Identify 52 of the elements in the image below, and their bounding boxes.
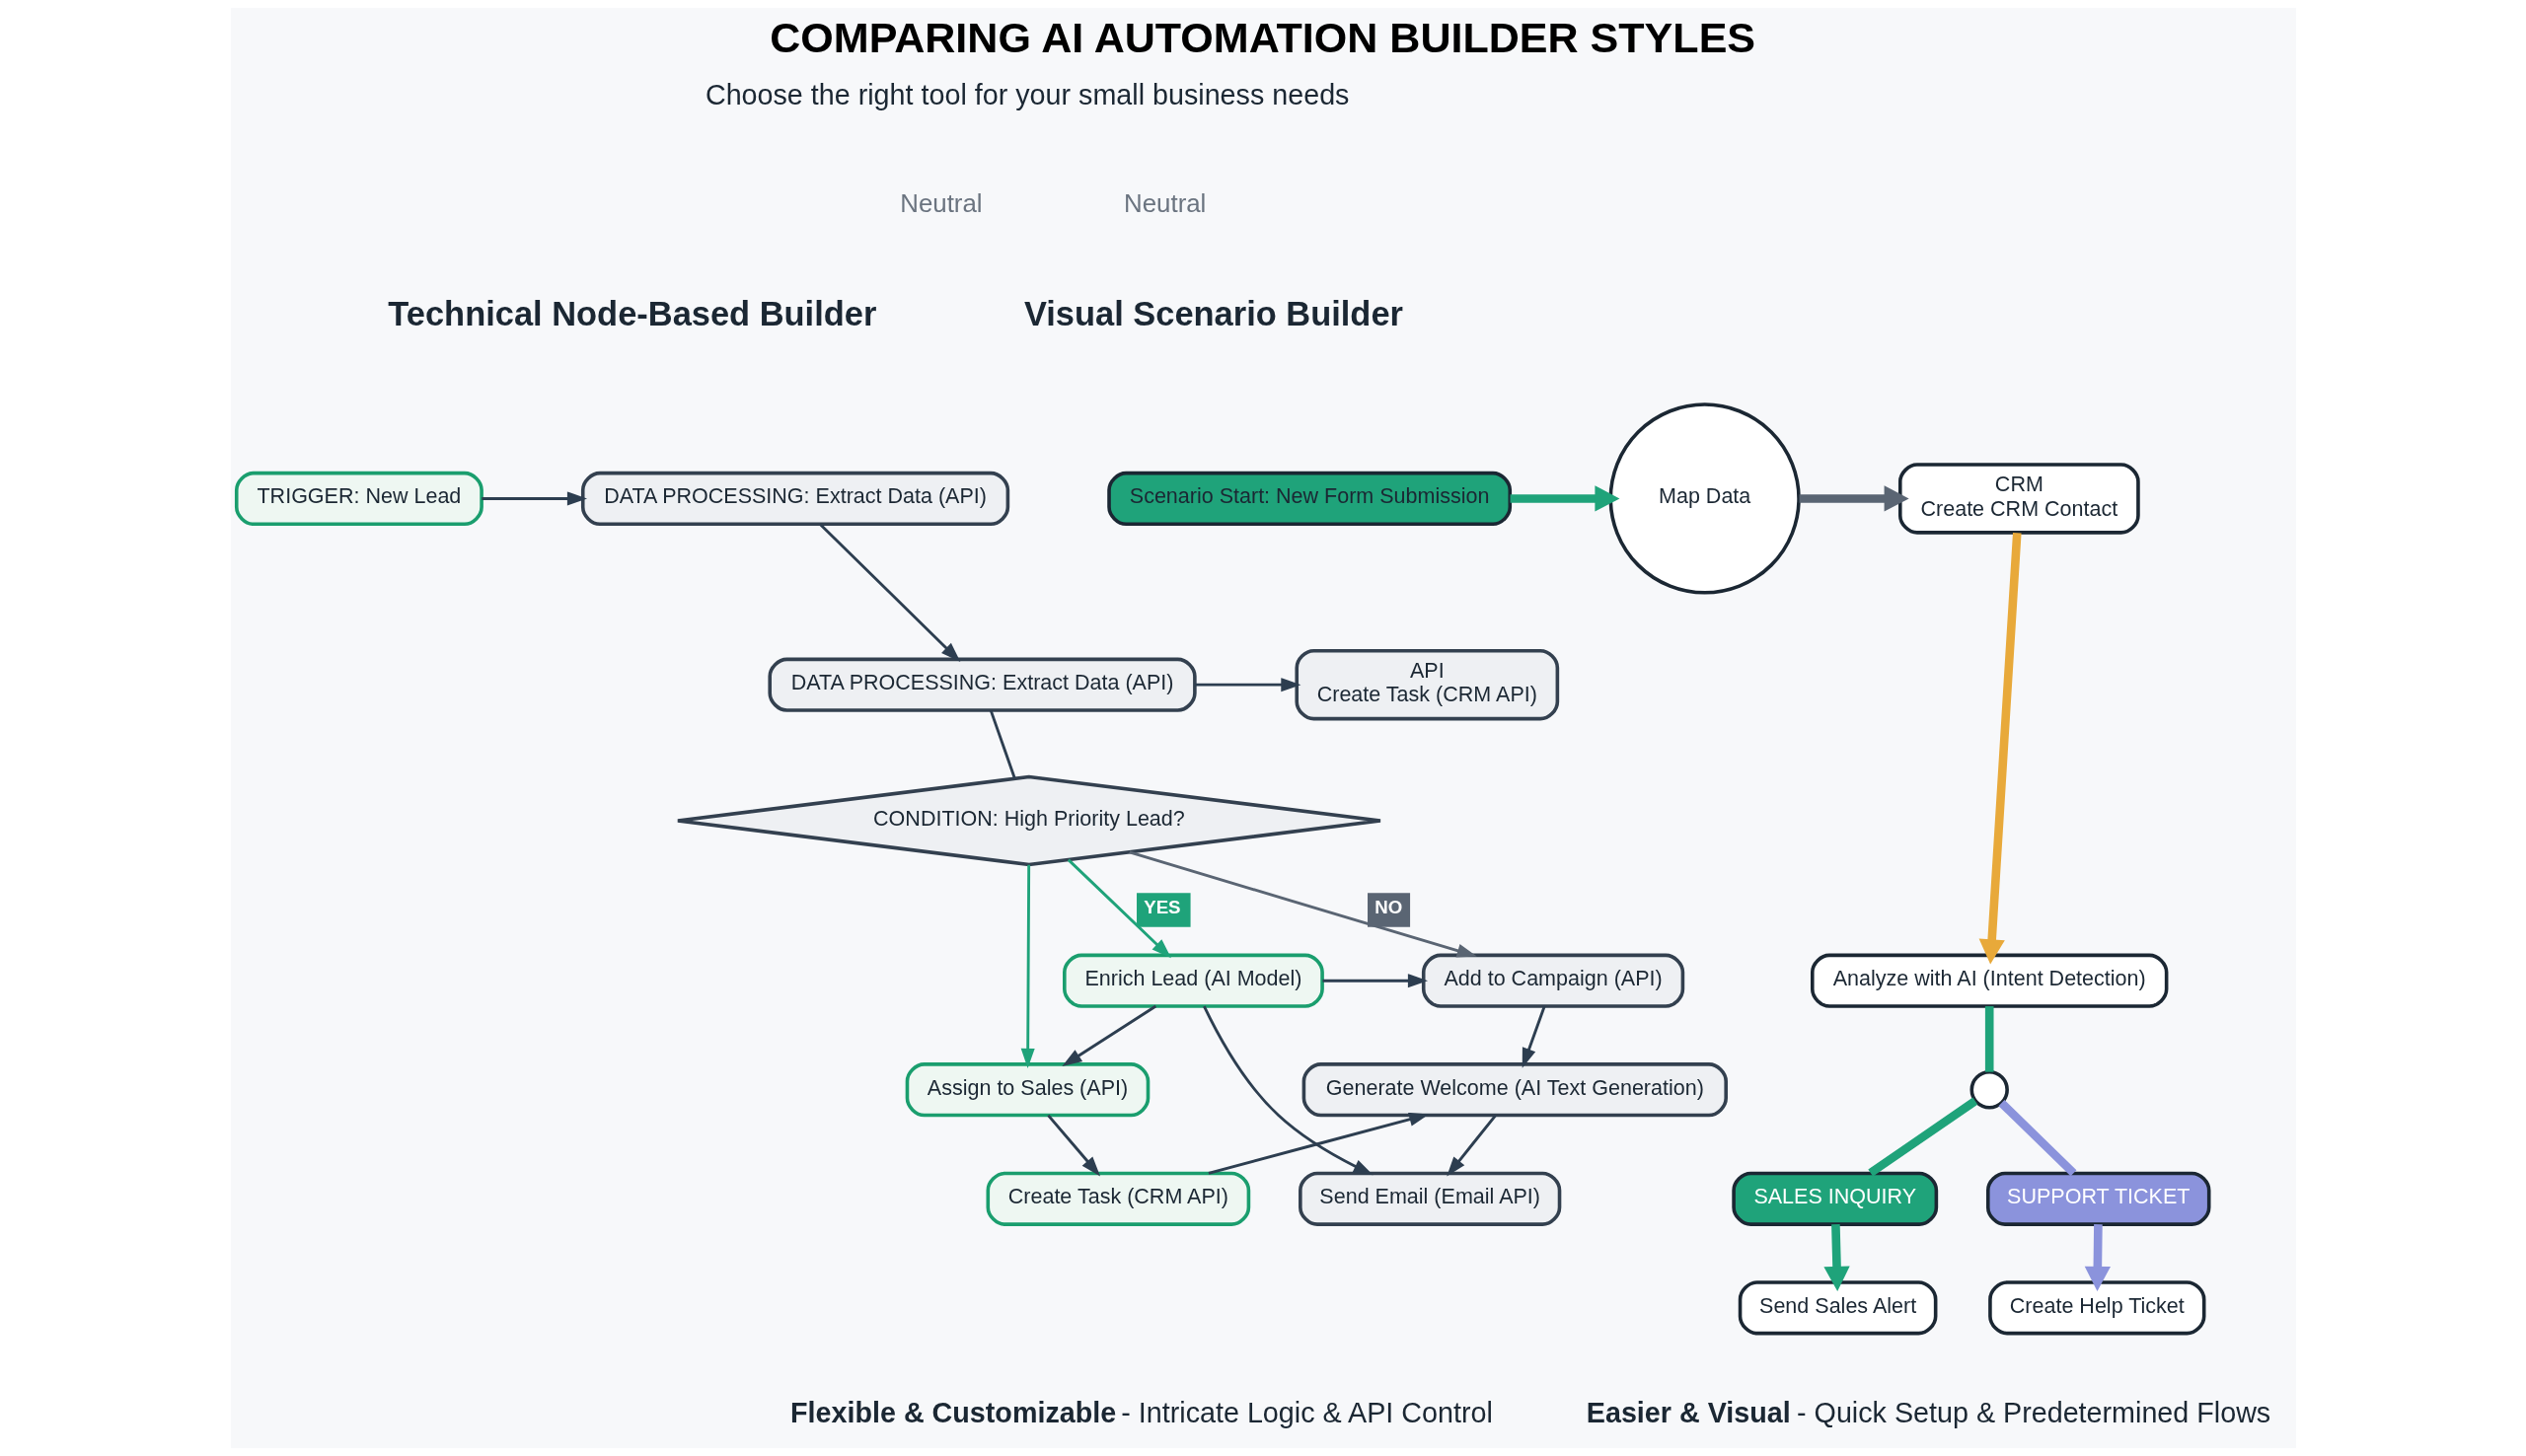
node-box: Add to Campaign (API) [1421,953,1684,1008]
connector [989,709,1016,779]
node-box: API Create Task (CRM API) [1294,648,1559,721]
arrow [1208,1112,1429,1175]
diagram-title: COMPARING AI AUTOMATION BUILDER STYLES [769,13,1755,61]
node-box: Scenario Start: New Form Submission [1106,471,1512,527]
label: Technical Node-Based Builder [387,294,876,332]
node-box: Generate Welcome (AI Text Generation) [1301,1062,1728,1118]
arrow [1046,1114,1100,1177]
node-box: SUPPORT TICKET [1985,1171,2210,1226]
arrow [481,491,587,506]
arrow [1020,864,1035,1068]
node-box: Send Sales Alert [1738,1280,1937,1336]
node-box: Assign to Sales (API) [905,1062,1150,1118]
arrow [1322,974,1428,988]
node-box: Analyze with AI (Intent Detection) [1810,953,2168,1008]
edge-label: YES [1143,896,1181,917]
arrow [2084,1224,2111,1291]
label: Visual Scenario Builder [1023,294,1403,332]
node-box: CRM Create CRM Contact [1897,463,2140,535]
arrow [1194,678,1300,692]
node-box: SALES INQUIRY [1731,1171,1938,1226]
arrow [1128,850,1477,958]
arrow [1067,858,1171,959]
node-box: Send Email (Email API) [1298,1171,1561,1226]
arrow [1978,533,2022,965]
label: Neutral [1123,189,1206,218]
arrow [1822,1224,1850,1291]
node-box: Enrich Lead (AI Model) [1062,953,1324,1008]
arrow [1061,1004,1156,1066]
arrow [1522,1005,1546,1068]
node-box: Create Task (CRM API) [986,1171,1250,1226]
label: Easier & Visual - Quick Setup & Predetermined Flows [1586,1397,2270,1429]
arrow [1799,485,1909,512]
label: Flexible & Customizable - Intricate Logic & API Control [789,1397,1493,1429]
connector [1867,1097,1977,1177]
node-circle [1969,1070,2009,1110]
arrow [1446,1114,1497,1177]
node-box: Create Help Ticket [1987,1280,2205,1336]
arrow [818,523,960,662]
label: Neutral [899,189,983,218]
node-circle: Map Data [1608,402,1801,595]
arrow [1510,485,1619,512]
arrow [1202,1005,1374,1176]
node-box: DATA PROCESSING: Extract Data (API) [767,657,1197,712]
node-diamond: CONDITION: High Priority Lead? [675,774,1382,867]
connector [1997,1100,2076,1177]
edge-label: NO [1374,896,1402,917]
node-box: DATA PROCESSING: Extract Data (API) [580,471,1009,527]
label: Choose the right tool for your small business needs [705,78,1349,110]
node-box: TRIGGER: New Lead [234,471,483,527]
connector [1984,1006,1993,1072]
